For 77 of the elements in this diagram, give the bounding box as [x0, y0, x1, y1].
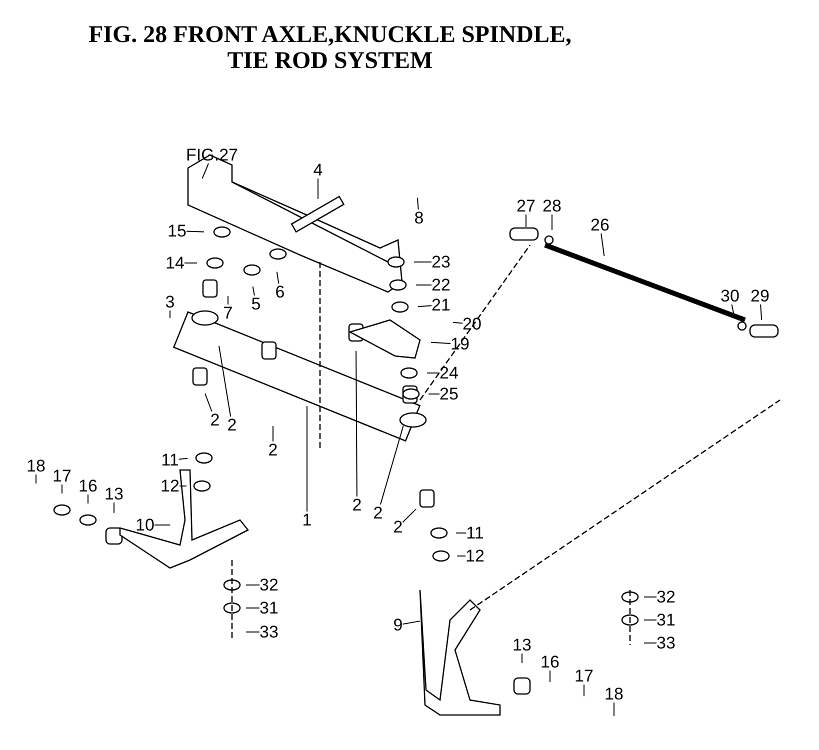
leader-line [276, 271, 280, 284]
leader-line [306, 406, 308, 512]
callout-number: 2 [393, 518, 403, 536]
callout-number: 5 [251, 296, 261, 312]
callout-number: 2 [268, 442, 278, 458]
callout-number: 26 [590, 216, 610, 234]
leader-line [184, 262, 198, 264]
leader-line [380, 425, 404, 505]
leader-line [356, 350, 358, 497]
callout-number: 1 [302, 512, 312, 528]
leader-line [426, 372, 440, 374]
callout-number: 18 [26, 458, 46, 474]
callout-number: 17 [574, 668, 594, 684]
callout-number: 13 [104, 486, 124, 502]
callout-number: 2 [373, 504, 383, 522]
callout-number: 29 [750, 288, 770, 304]
callout-number: 6 [275, 284, 285, 300]
leader-line [644, 642, 658, 644]
leader-line [430, 342, 452, 344]
leader-line [417, 305, 432, 308]
diagram-title: FIG. 28 FRONT AXLE,KNUCKLE SPINDLE, TIE ROD SYSTEM [88, 22, 572, 74]
leader-line [202, 163, 209, 179]
callout-number: 33 [260, 624, 278, 640]
callout-number: 9 [393, 616, 403, 634]
leader-line [416, 284, 432, 286]
leader-line [760, 304, 762, 321]
callout-number: 16 [78, 478, 98, 494]
callout-number: 22 [432, 276, 450, 294]
leader-line [416, 197, 419, 210]
callout-number: 15 [168, 222, 186, 240]
callout-number: 2 [352, 496, 362, 514]
callout-number: 16 [540, 654, 560, 670]
callout-number: 27 [516, 198, 536, 214]
callout-number: 8 [414, 210, 424, 226]
callout-number: 2 [227, 416, 237, 434]
leader-line [452, 322, 464, 324]
leader-line [456, 532, 467, 534]
callout-number: 18 [604, 686, 624, 702]
callout-number: 24 [440, 364, 458, 382]
callout-number: 2 [210, 412, 220, 428]
leader-line [731, 304, 734, 316]
callout-number: 30 [720, 288, 740, 304]
leader-line [252, 286, 255, 296]
callout-number: 31 [656, 612, 676, 628]
leader-line [402, 508, 416, 523]
callout-number: 13 [512, 636, 532, 654]
callout-number: 28 [542, 198, 562, 214]
leader-line [402, 620, 421, 625]
leader-line [186, 230, 204, 232]
leader-line [204, 393, 212, 412]
leader-line [246, 584, 260, 586]
callout-number: FIG.27 [186, 146, 238, 164]
leader-line [178, 458, 188, 460]
callout-number: 21 [432, 296, 450, 314]
leader-line [272, 426, 274, 442]
callout-number: 19 [450, 336, 470, 352]
callout-number: 32 [260, 576, 278, 594]
callout-number: 10 [136, 516, 154, 534]
callout-number: 3 [165, 294, 175, 310]
leader-line [600, 233, 605, 257]
leader-line [218, 345, 232, 417]
callout-number: 17 [52, 468, 72, 484]
callout-number: 23 [432, 254, 450, 270]
leader-line [644, 596, 658, 598]
callout-number: 31 [260, 600, 278, 616]
callout-number: 7 [223, 304, 233, 322]
callout-number: 32 [656, 588, 676, 606]
callout-number: 12 [466, 548, 484, 564]
callout-number: 12 [160, 478, 180, 494]
leader-line [154, 524, 170, 526]
callout-number: 25 [440, 386, 458, 402]
callout-number: 14 [166, 254, 184, 272]
callout-number: 11 [466, 524, 484, 542]
callout-number: 20 [462, 316, 482, 332]
callout-number: 4 [313, 162, 323, 178]
callout-number: 11 [161, 452, 179, 468]
callout-number: 33 [656, 634, 676, 652]
